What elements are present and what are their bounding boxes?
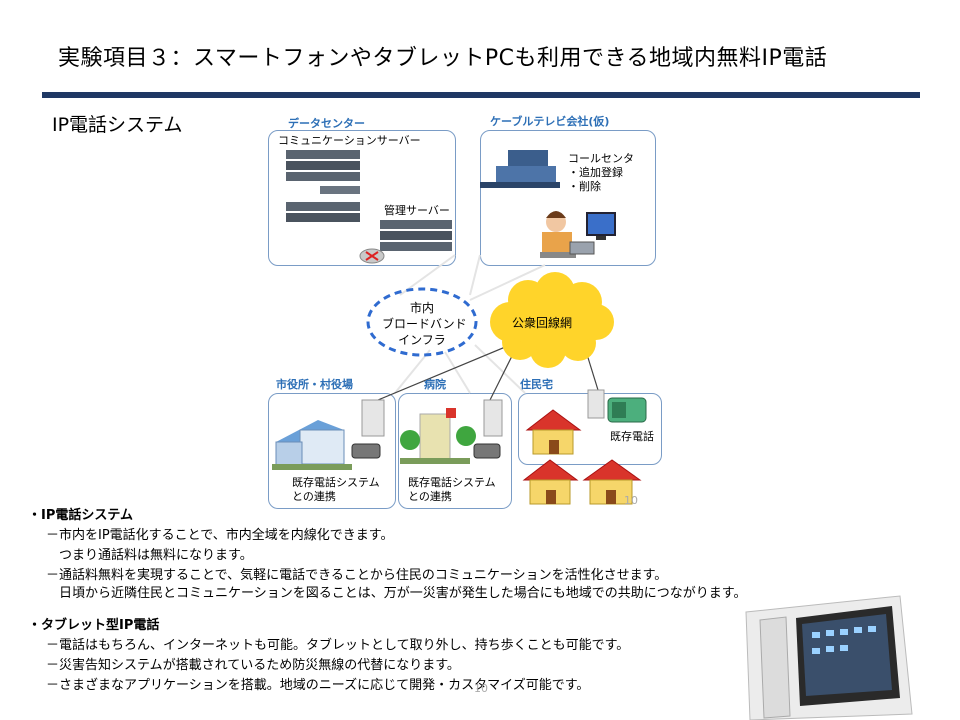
hospital-link-line-1: 既存電話システム — [408, 476, 496, 489]
tablet-ip-phone-icon — [745, 595, 913, 720]
bullet-line: －通話料無料を実現することで、気軽に電話できることから住民のコミュニケーションを… — [46, 568, 668, 583]
cityhall-phone-icon — [351, 443, 381, 459]
section-subtitle: IP電話システム — [52, 114, 183, 136]
monitor-icon — [586, 212, 616, 240]
connection-line — [469, 254, 481, 296]
hospital-link-line-2: との連携 — [408, 490, 452, 503]
comm-server-icon — [286, 150, 360, 222]
public-network-cloud — [490, 272, 614, 368]
hospital-label: 病院 — [424, 378, 446, 391]
broadband-line-1: 市内 — [409, 301, 434, 315]
bullet-line: －電話はもちろん、インターネットも可能。タブレットとして取り外し、持ち歩くことも… — [46, 638, 630, 653]
phone-line — [377, 344, 511, 401]
public-network-label: 公衆回線網 — [512, 316, 573, 330]
cityhall-link-line-1: 既存電話システム — [292, 476, 380, 489]
page-number: 10 — [474, 682, 488, 695]
mgmt-server-label: 管理サーバー — [384, 204, 450, 217]
operator-icon — [540, 211, 576, 258]
cityhall-label: 市役所・村役場 — [276, 378, 353, 391]
building-icon — [480, 150, 560, 188]
residence-label: 住民宅 — [520, 378, 553, 391]
callcenter-line-3: ・削除 — [568, 180, 601, 193]
connection-lines — [394, 254, 546, 394]
house-icon — [582, 459, 642, 505]
bullet-line: 日頃から近隣住民とコミュニケーションを図ることは、万が一災害が発生した場合にも地… — [46, 586, 747, 601]
bullet-heading-ip-phone: ・IP電話システム — [28, 508, 133, 523]
bullet-line: つまり通話料は無料になります。 — [46, 548, 253, 563]
connection-line — [394, 349, 431, 394]
broadband-ring — [366, 287, 478, 357]
datacenter-label: データセンター — [288, 117, 365, 130]
home-router-icon — [587, 389, 605, 419]
catv-label: ケーブルテレビ会社(仮) — [490, 115, 610, 128]
existing-phone-label: 既存電話 — [610, 430, 654, 443]
phone-line — [489, 349, 516, 401]
slide-title: 実験項目３：スマートフォンやタブレットPCも利用できる地域内無料IP電話 — [58, 46, 828, 71]
cityhall-icon — [272, 420, 352, 470]
bullet-line: －市内をIP電話化することで、市内全域を内線化できます。 — [46, 528, 394, 543]
cityhall-server-icon — [361, 399, 385, 437]
house-icon — [522, 459, 579, 505]
page-number: 10 — [624, 494, 638, 507]
callcenter-line-1: コールセンタ — [568, 152, 634, 165]
house-icon — [525, 409, 582, 455]
connection-line — [444, 351, 471, 394]
bullet-line: －さまざまなアプリケーションを搭載。地域のニーズに応じて開発・カスタマイズ可能で… — [46, 678, 590, 693]
broadband-line-2: ブロードバンド — [382, 317, 467, 331]
callcenter-line-2: ・追加登録 — [568, 166, 623, 179]
comm-server-label: コミュニケーションサーバー — [278, 134, 421, 147]
title-divider — [42, 92, 920, 98]
bullet-heading-tablet: ・タブレット型IP電話 — [28, 618, 160, 633]
cityhall-link-line-2: との連携 — [292, 490, 336, 503]
broadband-line-3: インフラ — [398, 333, 446, 347]
connection-line — [399, 254, 456, 296]
mgmt-server-icon — [380, 220, 452, 251]
hospital-icon — [400, 408, 476, 464]
router-icon — [359, 248, 385, 264]
hospital-server-icon — [483, 399, 503, 437]
connection-line — [469, 264, 546, 301]
home-phone-icon — [607, 397, 647, 423]
bullet-line: －災害告知システムが搭載されているため防災無線の代替になります。 — [46, 658, 460, 673]
desk-phone-icon — [569, 241, 595, 255]
hospital-phone-icon — [473, 443, 501, 459]
connection-line — [474, 344, 526, 394]
